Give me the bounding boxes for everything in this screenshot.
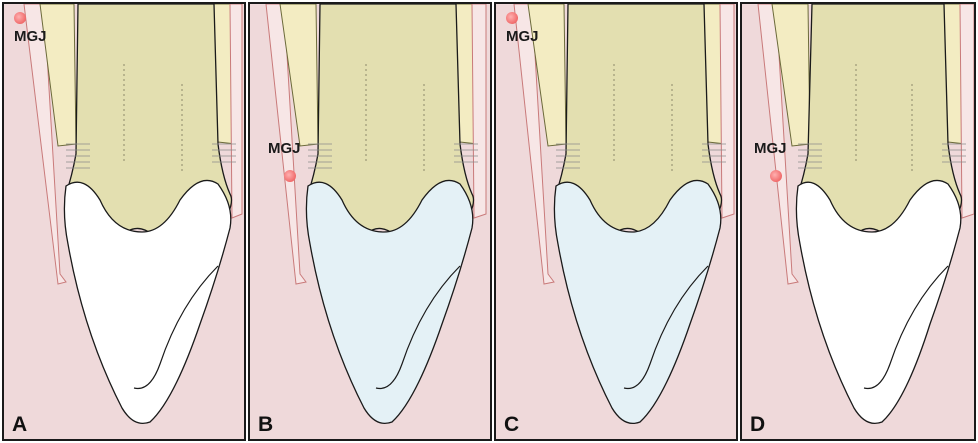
panel-c: MGJ C xyxy=(494,2,738,441)
mgj-marker-b xyxy=(284,170,296,182)
tooth-illustration-d xyxy=(742,4,974,439)
tooth-illustration-c xyxy=(496,4,736,439)
mgj-label-a: MGJ xyxy=(14,28,47,45)
panel-d: MGJ D xyxy=(740,2,976,441)
tooth-illustration-b xyxy=(250,4,490,439)
mgj-marker-d xyxy=(770,170,782,182)
panel-letter-b: B xyxy=(258,413,273,437)
mgj-label-c: MGJ xyxy=(506,28,539,45)
panel-letter-c: C xyxy=(504,413,519,437)
mgj-marker-a xyxy=(14,12,26,24)
panel-letter-d: D xyxy=(750,413,765,437)
panel-letter-a: A xyxy=(12,413,27,437)
tooth-illustration-a xyxy=(4,4,244,439)
mgj-marker-c xyxy=(506,12,518,24)
mgj-label-d: MGJ xyxy=(754,140,787,157)
mgj-label-b: MGJ xyxy=(268,140,301,157)
panel-a: MGJ A xyxy=(2,2,246,441)
panel-b: MGJ B xyxy=(248,2,492,441)
